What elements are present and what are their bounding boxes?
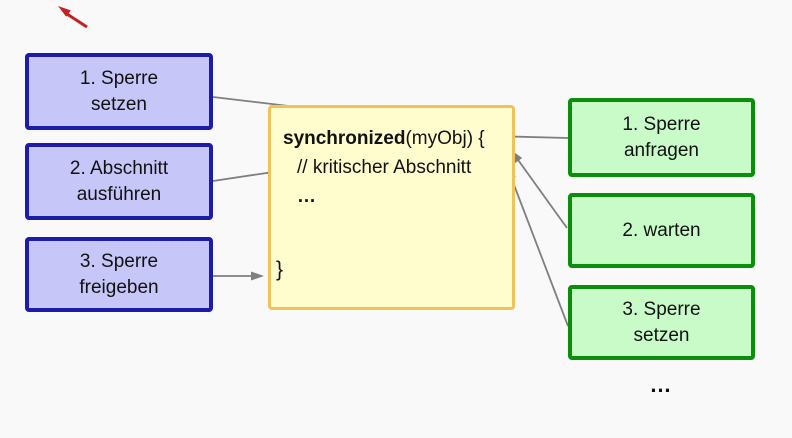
left-step-1-line2: setzen (91, 93, 147, 115)
right-step-3: 3. Sperre setzen (568, 285, 755, 360)
code-line-synchronized: synchronized(myObj) { (283, 124, 506, 153)
right-step-3-line1: 3. Sperre (622, 298, 701, 320)
left-step-2-line1: 2. Abschnitt (69, 157, 169, 179)
arrow-sperre-setzen-right-to-code (507, 166, 569, 327)
code-args: (myObj) { (405, 128, 485, 149)
left-step-3: 3. Sperre freigeben (25, 237, 213, 312)
arrow-warten-to-code (511, 150, 568, 229)
red-arrow (58, 6, 88, 29)
right-step-2-line1: 2. warten (622, 219, 701, 241)
right-steps-more-ellipsis: … (649, 372, 674, 397)
right-step-2: 2. warten (568, 193, 755, 268)
left-step-1-line1: 1. Sperre (79, 67, 159, 89)
left-step-2-line2: ausführen (76, 183, 162, 205)
code-keyword: synchronized (283, 128, 406, 149)
left-step-3-line2: freigeben (79, 276, 159, 298)
left-step-2: 2. Abschnitt ausführen (25, 143, 213, 220)
right-step-3-line2: setzen (633, 324, 690, 346)
code-closing-brace: } (276, 258, 284, 281)
left-step-3-line1: 3. Sperre (79, 250, 159, 272)
code-comment: // kritischer Abschnitt (297, 157, 472, 178)
code-ellipsis: … (297, 186, 317, 207)
right-step-1-line1: 1. Sperre (622, 113, 701, 135)
right-step-1: 1. Sperre anfragen (568, 98, 755, 177)
arrow-sperre-freigeben-to-brace (213, 271, 264, 281)
code-box: synchronized(myObj) { // kritischer Absc… (268, 105, 515, 310)
right-step-1-line2: anfragen (623, 139, 699, 161)
left-step-1: 1. Sperre setzen (25, 53, 213, 130)
